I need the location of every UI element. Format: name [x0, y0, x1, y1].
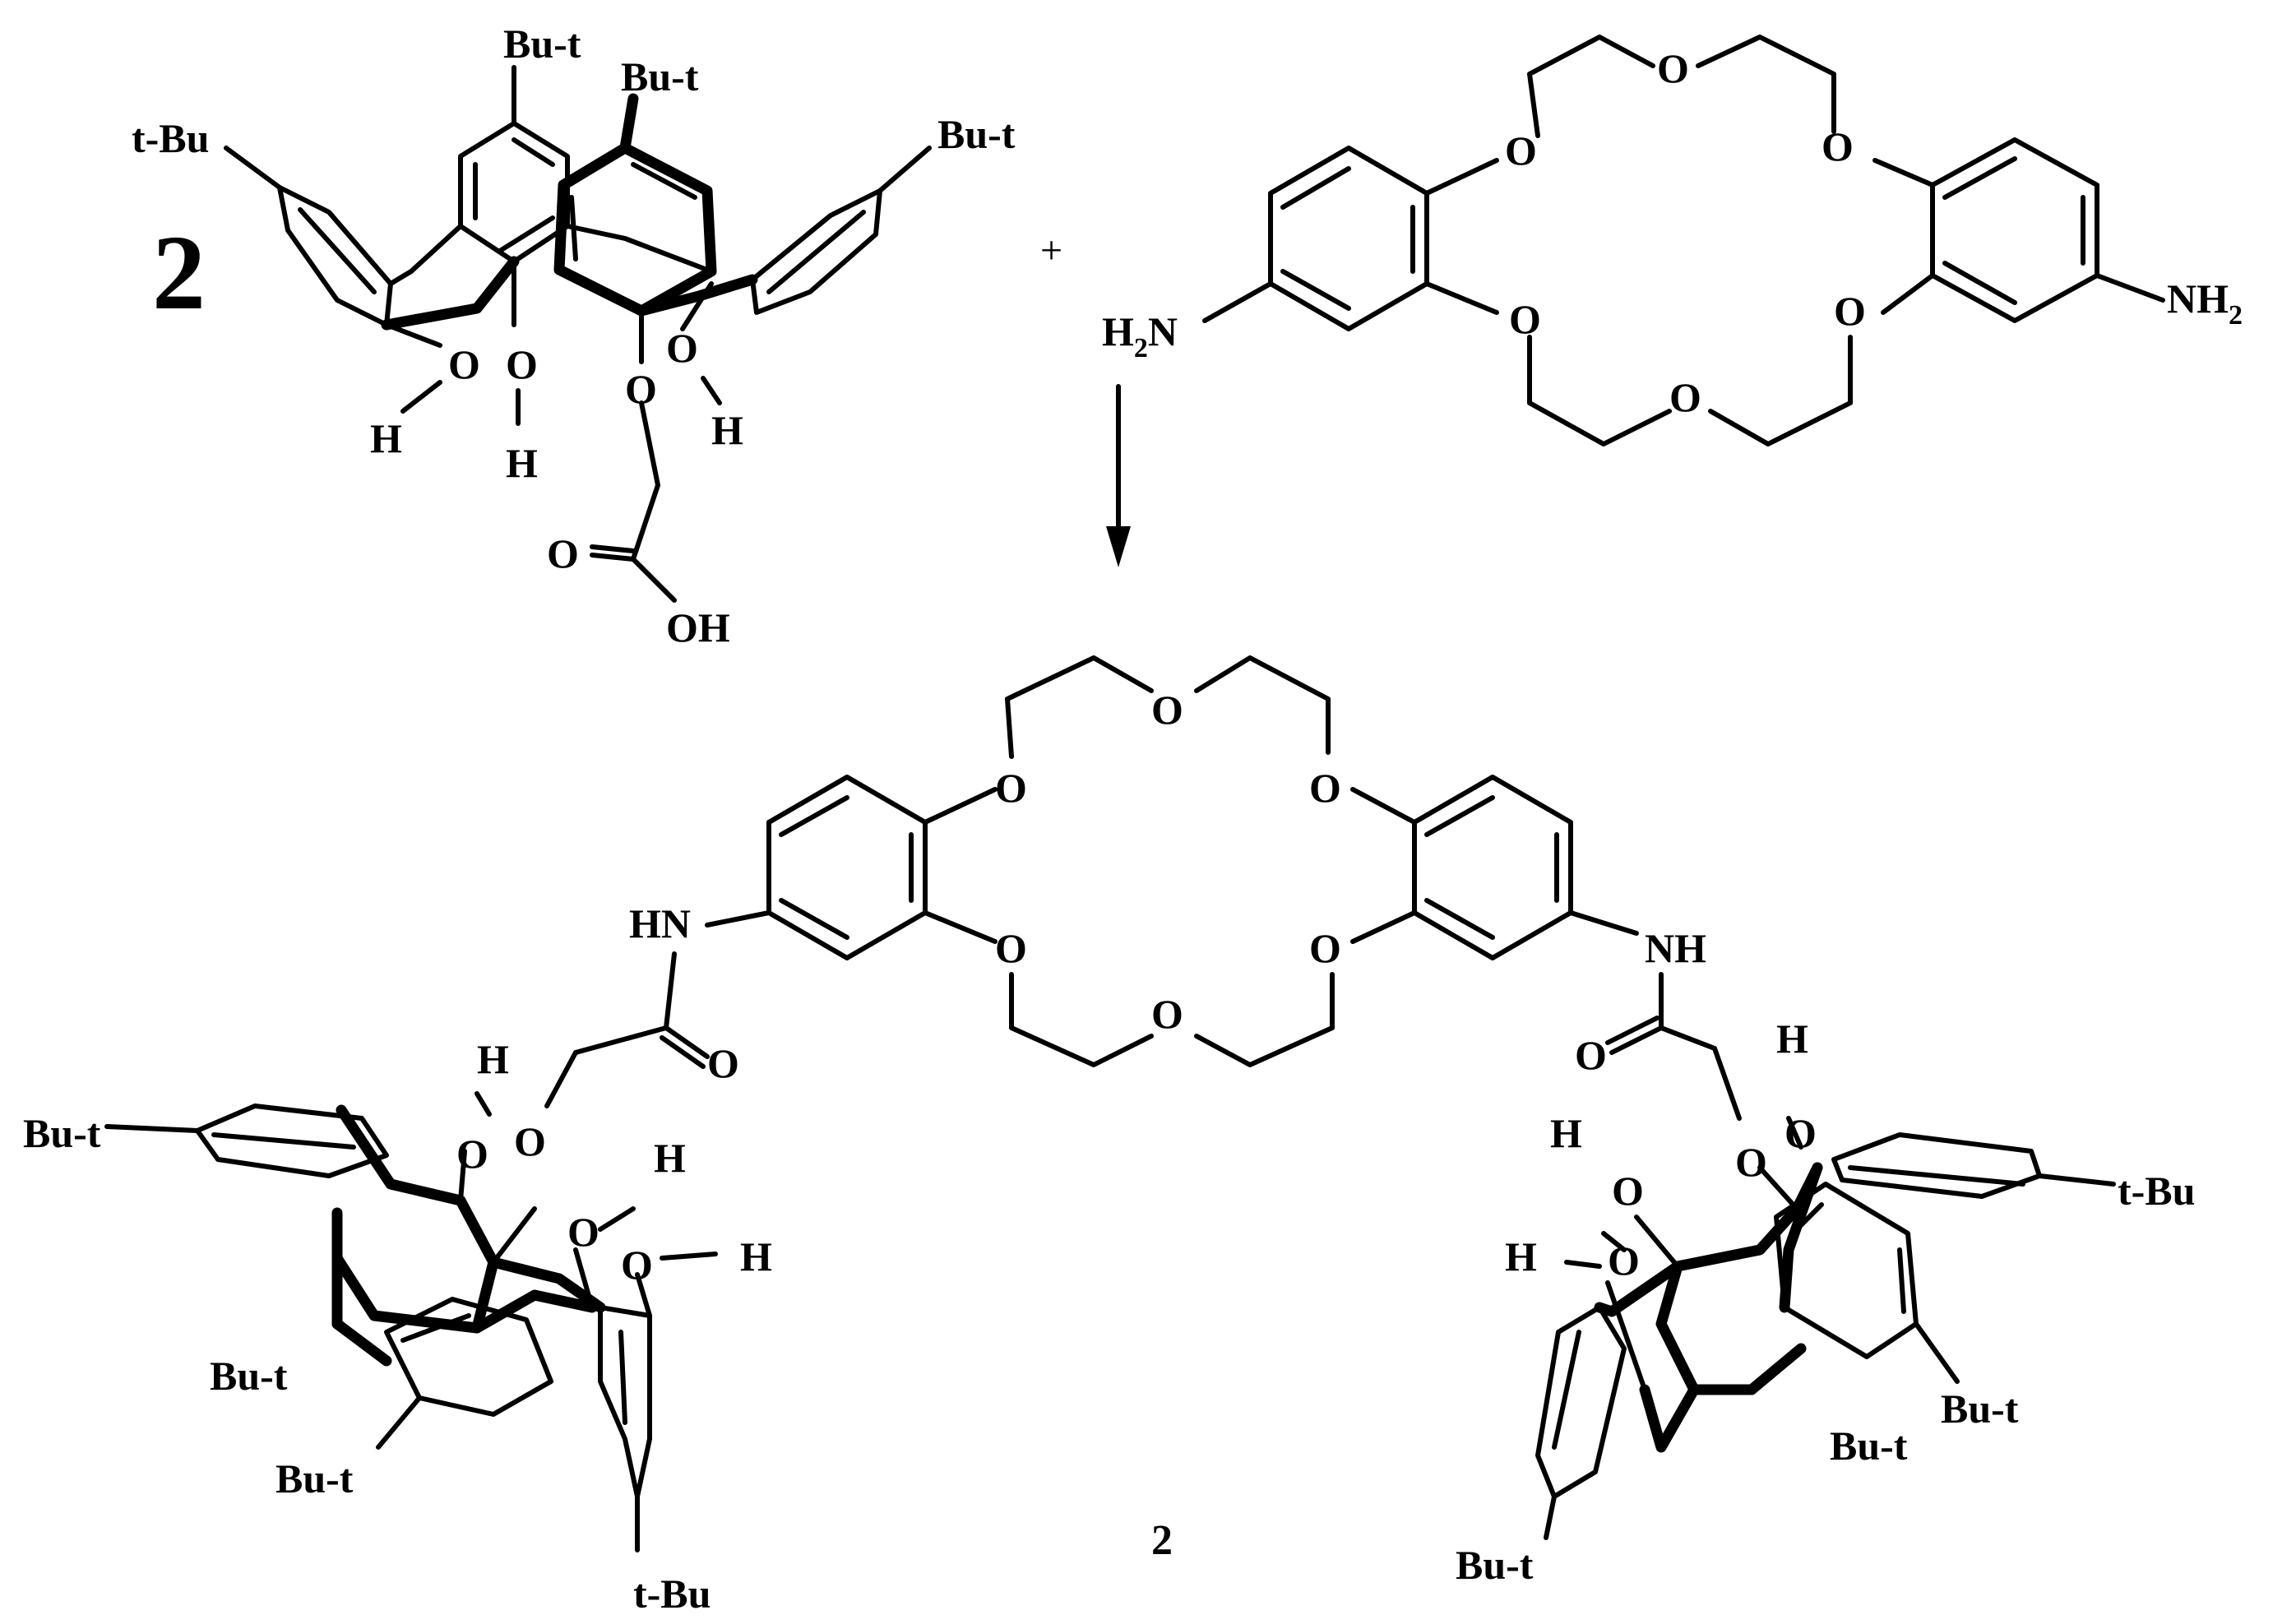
- tert-butyl-label: Bu-t: [23, 1110, 101, 1156]
- hydroxyl-oxygen: O: [456, 1131, 488, 1177]
- hydroxyl-hydrogen: H: [506, 440, 538, 486]
- crown-oxygen: O: [1309, 765, 1341, 811]
- calixarene-left: O O H O O H O H Bu-t Bu-t Bu-t t-Bu: [23, 951, 772, 1617]
- tert-butyl-label: t-Bu: [2118, 1168, 2195, 1214]
- hydroxyl-hydrogen: H: [477, 1036, 509, 1082]
- amide-nh-label: HN: [629, 900, 691, 946]
- tert-butyl-label: t-Bu: [132, 115, 209, 161]
- crown-oxygen: O: [1669, 374, 1701, 420]
- hydroxyl-oxygen: O: [621, 1242, 653, 1288]
- amine-label: H2N: [1102, 308, 1178, 363]
- ether-oxygen: O: [625, 366, 657, 412]
- hydroxyl-oxygen: O: [1784, 1110, 1817, 1156]
- tert-butyl-label: Bu-t: [503, 21, 581, 67]
- compound-number-label: 2: [152, 214, 206, 332]
- compound-number-label: 2: [1151, 1517, 1173, 1564]
- hydroxyl-hydrogen: H: [711, 407, 743, 453]
- tert-butyl-label: Bu-t: [1830, 1423, 1908, 1469]
- hydroxyl-hydrogen: H: [1776, 1016, 1808, 1062]
- hydroxyl-oxygen: O: [1612, 1168, 1644, 1214]
- hydroxyl-hydrogen: H: [1550, 1110, 1582, 1156]
- crown-oxygen: O: [1151, 991, 1183, 1037]
- crown-oxygen: O: [1509, 296, 1541, 342]
- amide-nh-label: NH: [1645, 925, 1706, 971]
- hydroxyl-hydrogen: H: [1505, 1233, 1537, 1279]
- crown-oxygen: O: [1834, 288, 1866, 334]
- aromatic-ring: [458, 65, 570, 264]
- carboxylic-acid-hydroxyl: OH: [666, 604, 730, 650]
- tert-butyl-label: Bu-t: [275, 1455, 354, 1501]
- crown-oxygen: O: [1822, 123, 1854, 169]
- hydroxyl-oxygen: O: [666, 325, 698, 371]
- hydroxyl-hydrogen: H: [370, 415, 402, 461]
- hydroxyl-oxygen: O: [448, 341, 480, 387]
- hydroxyl-hydrogen: H: [654, 1135, 686, 1181]
- tert-butyl-label: Bu-t: [937, 111, 1016, 157]
- carbonyl-oxygen: O: [1575, 1032, 1607, 1078]
- hydroxyl-hydrogen: H: [740, 1233, 772, 1279]
- calixarene-top: Bu-t Bu-t t-Bu Bu-t O H O H O H O O OH: [132, 21, 1016, 650]
- calixarene-right: O O H O H O H O t-Bu Bu-t Bu-t Bu-t: [1456, 972, 2195, 1588]
- tert-butyl-label: t-Bu: [633, 1571, 711, 1617]
- crown-oxygen: O: [1657, 45, 1689, 91]
- amine-label: NH2: [2167, 275, 2243, 331]
- dibenzo-crown-diamide: O O O O O O HN NH: [629, 655, 1706, 1067]
- aromatic-ring: [553, 93, 717, 317]
- tert-butyl-label: Bu-t: [210, 1353, 288, 1399]
- crown-oxygen: O: [995, 925, 1027, 971]
- tert-butyl-label: Bu-t: [1456, 1542, 1534, 1588]
- hydroxyl-oxygen: O: [1608, 1238, 1640, 1284]
- ether-oxygen: O: [514, 1118, 546, 1164]
- aromatic-ring: [750, 146, 932, 315]
- aromatic-ring: [224, 146, 393, 327]
- tert-butyl-label: Bu-t: [621, 53, 699, 99]
- reaction-arrow: [1106, 384, 1131, 567]
- carbonyl-oxygen: O: [547, 530, 579, 576]
- crown-oxygen: O: [1151, 687, 1183, 733]
- plus-sign: +: [1040, 229, 1062, 272]
- dibenzo-crown-diamine: O O O O O O H2N NH2: [1102, 35, 2243, 446]
- tert-butyl-label: Bu-t: [1941, 1386, 2019, 1432]
- ether-oxygen: O: [1735, 1139, 1767, 1185]
- crown-oxygen: O: [995, 765, 1027, 811]
- crown-oxygen: O: [1309, 925, 1341, 971]
- hydroxyl-oxygen: O: [567, 1209, 599, 1255]
- hydroxyl-oxygen: O: [506, 341, 538, 387]
- carbonyl-oxygen: O: [707, 1040, 739, 1086]
- crown-oxygen: O: [1505, 127, 1537, 174]
